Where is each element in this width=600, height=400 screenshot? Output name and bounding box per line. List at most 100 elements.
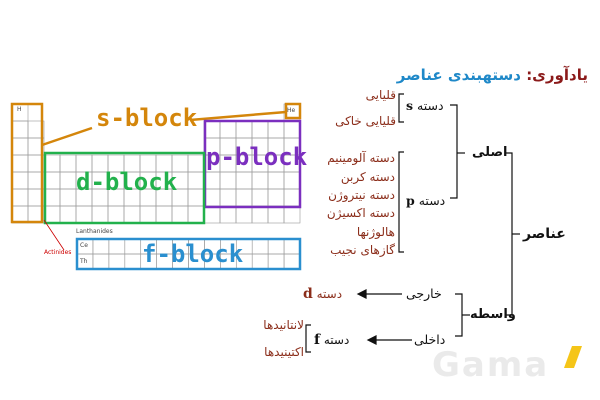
element-cell	[11, 171, 29, 190]
element-cell	[187, 171, 205, 190]
p-item-5: گازهای نجیب	[330, 243, 395, 257]
title-prefix: یادآوری:	[526, 66, 588, 84]
element-cell	[59, 188, 77, 207]
p-item-4: هالوژنها	[356, 225, 395, 239]
p-letter: p	[406, 193, 415, 208]
s-group-label: دسته s	[406, 98, 444, 113]
s-block-pointer-left	[41, 126, 93, 147]
lanthanides-label: Lanthanides	[76, 228, 113, 235]
s-block-label: s-block	[96, 104, 198, 132]
element-cell	[59, 154, 77, 173]
element-cell	[219, 188, 237, 207]
element-cell	[267, 120, 285, 139]
root-node-elements: عناصر	[523, 226, 566, 242]
element-cell	[251, 205, 269, 224]
element-cell	[251, 253, 269, 270]
element-cell	[124, 238, 142, 255]
gama-watermark: Gama	[432, 345, 549, 385]
element-cell	[235, 171, 253, 190]
p-item-0: دسته آلومینیم	[327, 151, 395, 165]
element-cell	[283, 253, 301, 270]
watermark-text: Gama	[432, 345, 550, 385]
d-group-label: دسته d	[303, 286, 343, 302]
transition-group-label: واسطه	[470, 307, 516, 322]
f-item-lanthanides: لانتانیدها	[263, 318, 304, 332]
element-cell	[251, 188, 269, 207]
element-cell	[43, 188, 61, 207]
main-group-label: اصلی	[472, 145, 508, 160]
element-cell	[267, 205, 285, 224]
element-cell	[11, 137, 29, 156]
p-item-1: دسته کربن	[340, 170, 395, 184]
element-cell	[59, 171, 77, 190]
element-cell	[267, 188, 285, 207]
actinides-pointer	[43, 219, 65, 251]
d-letter: d	[303, 286, 313, 302]
element-cell	[251, 171, 269, 190]
s-block-pointer-right	[189, 110, 287, 122]
actinides-label: Actinides	[44, 249, 72, 256]
outer-transition-label: خارجی	[406, 286, 442, 301]
element-cell	[43, 171, 61, 190]
element-cell	[155, 205, 173, 224]
element-cell	[267, 238, 285, 255]
element-cell	[203, 188, 221, 207]
page-title: یادآوری: دستهبندی عناصر	[397, 66, 588, 84]
element-cell	[123, 205, 141, 224]
element-cell	[43, 154, 61, 173]
element-cell	[283, 205, 301, 224]
element-cell	[235, 188, 253, 207]
p-item-2: دسته نیتروژن	[328, 188, 395, 202]
element-cell	[235, 120, 253, 139]
s-item-alkali: قلیایی	[365, 88, 396, 102]
s-item-alkaline-earth: قلیایی خاکی	[335, 114, 396, 128]
th-symbol: Th	[80, 258, 88, 265]
element-cell	[171, 205, 189, 224]
element-cell	[219, 171, 237, 190]
element-cell	[108, 238, 126, 255]
element-cell	[283, 188, 301, 207]
s-block-outline	[10, 102, 44, 224]
element-cell	[139, 205, 157, 224]
he-block-outline	[284, 102, 302, 120]
inner-transition-label: داخلی	[414, 332, 446, 347]
element-cell	[187, 188, 205, 207]
element-cell	[11, 188, 29, 207]
element-cell	[11, 120, 29, 139]
element-cell	[124, 253, 142, 270]
element-cell	[203, 120, 221, 139]
element-cell	[203, 205, 221, 224]
element-cell	[267, 171, 285, 190]
element-cell	[251, 120, 269, 139]
f-item-actinides: اکتینیدها	[264, 345, 304, 359]
element-cell	[108, 253, 126, 270]
element-cell	[283, 120, 301, 139]
tree-arrows	[356, 289, 412, 345]
element-cell	[75, 205, 93, 224]
h-symbol: H	[17, 106, 22, 113]
f-block-outline	[75, 237, 302, 271]
element-cell	[203, 171, 221, 190]
element-cell	[187, 205, 205, 224]
element-cell	[187, 154, 205, 173]
element-cell	[59, 205, 77, 224]
element-cell	[283, 238, 301, 255]
element-cell	[92, 238, 110, 255]
f-block-label: f-block	[142, 240, 244, 268]
tree-connectors	[305, 93, 520, 353]
p-block-label: p-block	[206, 143, 308, 171]
ce-symbol: Ce	[80, 242, 88, 249]
p-item-3: دسته اکسیژن	[326, 206, 395, 220]
element-cell	[11, 154, 29, 173]
d-block-outline	[43, 151, 206, 225]
element-cell	[267, 253, 285, 270]
d-block-label: d-block	[76, 168, 178, 196]
element-cell	[219, 120, 237, 139]
element-cell	[219, 205, 237, 224]
element-cell	[283, 171, 301, 190]
element-cell	[11, 205, 29, 224]
element-cell	[91, 205, 109, 224]
element-cell	[235, 205, 253, 224]
element-cell	[251, 238, 269, 255]
